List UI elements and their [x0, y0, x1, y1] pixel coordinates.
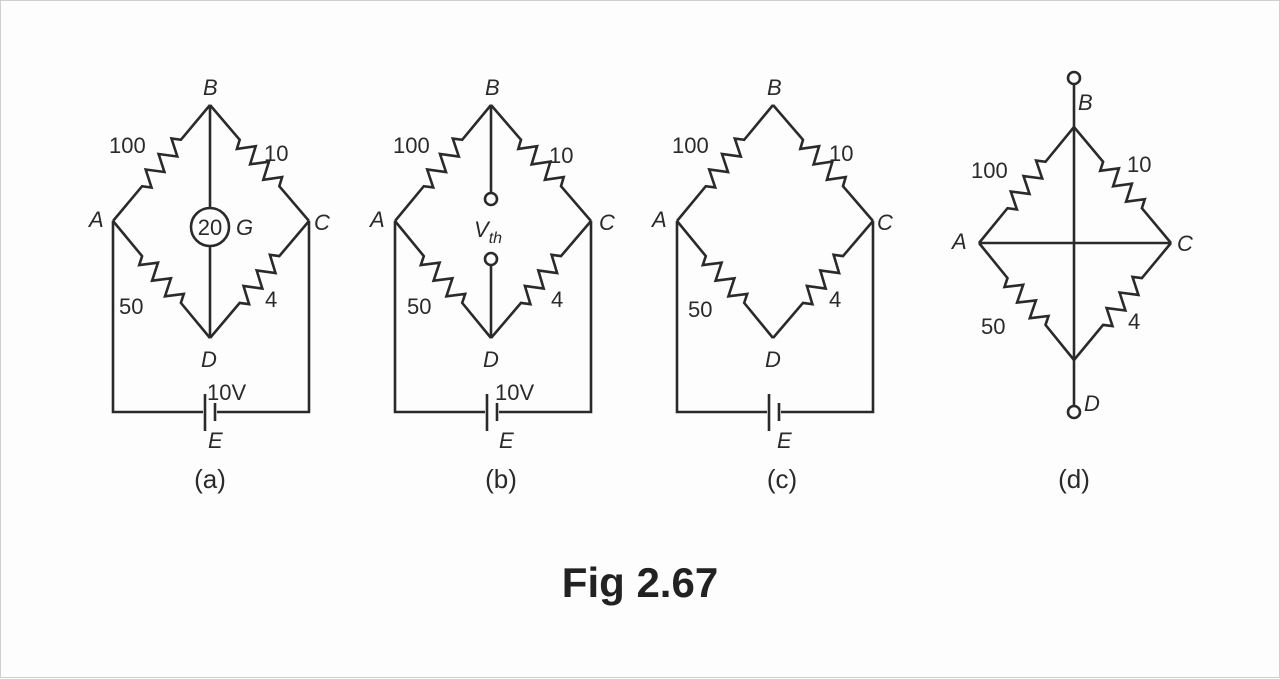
panel-b: Vth 10V E B A C D 100 10 50 4 (b) — [368, 75, 615, 494]
resistor-ab-value: 100 — [672, 133, 709, 158]
resistor-ad — [977, 242, 1076, 361]
resistor-ab — [675, 104, 775, 222]
resistor-dc — [490, 220, 592, 339]
node-b-label: B — [203, 75, 218, 100]
resistor-dc — [209, 220, 310, 339]
resistor-dc-value: 4 — [829, 287, 841, 312]
resistor-bc — [1073, 126, 1172, 244]
source-wire-left — [675, 221, 767, 414]
figure-caption: Fig 2.67 — [562, 559, 718, 606]
resistor-bc-value: 10 — [1127, 152, 1151, 177]
source-wire-right — [217, 221, 311, 414]
node-d-label: D — [1084, 391, 1100, 416]
source-wire-right — [781, 221, 875, 414]
bridge-network — [675, 104, 874, 339]
terminal-d — [1066, 404, 1082, 420]
resistor-ab — [977, 126, 1076, 244]
panel-a-sublabel: (a) — [194, 464, 226, 494]
resistor-dc — [772, 220, 874, 339]
node-a-label: A — [87, 207, 104, 232]
resistor-bc — [490, 104, 592, 222]
open-terminal-top — [483, 191, 499, 207]
galvanometer-label: G — [236, 215, 253, 240]
source-voltage-label: 10V — [207, 380, 246, 405]
bridge-network — [977, 126, 1173, 361]
node-b-label: B — [485, 75, 500, 100]
resistor-ab — [112, 104, 211, 222]
resistor-bc — [209, 104, 310, 222]
panel-a: 20 G 10V E B A C D 100 10 50 4 (a) — [87, 75, 330, 494]
resistor-bc-value: 10 — [264, 141, 288, 166]
panel-d-sublabel: (d) — [1058, 464, 1090, 494]
node-c-label: C — [599, 210, 615, 235]
resistor-dc-value: 4 — [265, 287, 277, 312]
bridge-network — [393, 104, 592, 339]
resistor-ad — [111, 220, 212, 339]
resistor-dc-value: 4 — [551, 287, 563, 312]
node-a-label: A — [650, 207, 667, 232]
resistor-bc-value: 10 — [549, 143, 573, 168]
node-e-label: E — [777, 428, 792, 453]
open-terminal-bottom — [483, 251, 499, 267]
source-wire-right — [499, 221, 593, 414]
node-d-label: D — [483, 347, 499, 372]
node-a-label: A — [368, 207, 385, 232]
node-c-label: C — [1177, 231, 1193, 256]
resistor-ab-value: 100 — [109, 133, 146, 158]
node-d-label: D — [765, 347, 781, 372]
node-c-label: C — [314, 210, 330, 235]
resistor-ab-value: 100 — [971, 158, 1008, 183]
node-b-label: B — [767, 75, 782, 100]
node-d-label: D — [201, 347, 217, 372]
node-c-label: C — [877, 210, 893, 235]
source-wire-left — [111, 221, 203, 414]
panel-c-sublabel: (c) — [767, 464, 797, 494]
bridge-network — [111, 104, 310, 339]
panel-d: B A C D 100 10 50 4 (d) — [950, 70, 1193, 494]
panel-b-sublabel: (b) — [485, 464, 517, 494]
resistor-bc-value: 10 — [829, 141, 853, 166]
node-b-label: B — [1078, 90, 1093, 115]
resistor-ad — [675, 220, 775, 339]
resistor-dc — [1072, 242, 1173, 361]
source-wire-left — [393, 221, 485, 414]
node-a-label: A — [950, 229, 967, 254]
resistor-dc-value: 4 — [1128, 309, 1140, 334]
panel-c: E B A C D 100 10 50 4 (c) — [650, 75, 893, 494]
galvanometer-resistance: 20 — [198, 215, 222, 240]
thevenin-voltage-label: Vth — [474, 217, 502, 247]
resistor-ab-value: 100 — [393, 133, 430, 158]
resistor-bc — [772, 104, 874, 222]
resistor-ad-value: 50 — [688, 297, 712, 322]
node-e-label: E — [499, 428, 514, 453]
resistor-ab — [393, 104, 493, 222]
resistor-ad-value: 50 — [119, 294, 143, 319]
node-e-label: E — [208, 428, 223, 453]
terminal-b — [1066, 70, 1082, 86]
resistor-ad-value: 50 — [407, 294, 431, 319]
source-voltage-label: 10V — [495, 380, 534, 405]
resistor-ad-value: 50 — [981, 314, 1005, 339]
resistor-ad — [393, 220, 493, 339]
galvanometer-symbol — [189, 206, 231, 248]
